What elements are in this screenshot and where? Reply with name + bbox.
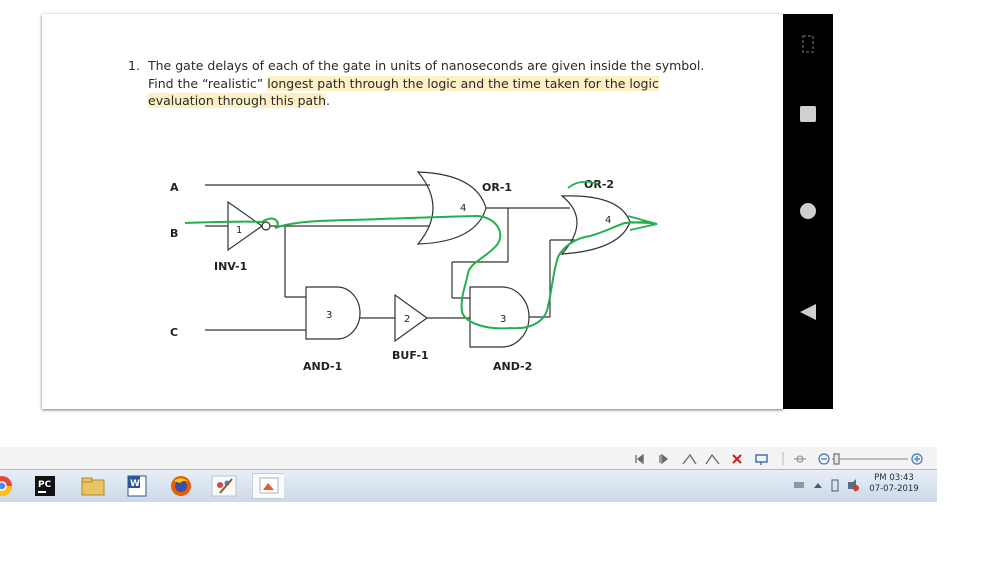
file-explorer-icon[interactable] xyxy=(78,473,110,499)
or-2-gate xyxy=(560,195,631,255)
zoom-slider[interactable] xyxy=(832,453,908,465)
question-body: The gate delays of each of the gate in u… xyxy=(148,57,748,110)
delete-icon[interactable] xyxy=(732,454,742,464)
word-icon[interactable]: W xyxy=(122,473,154,499)
chrome-icon[interactable] xyxy=(0,473,24,499)
home-circle-icon[interactable] xyxy=(798,201,818,221)
highlighted-text-1: longest path through the logic and the t… xyxy=(267,75,659,91)
question-line-2: Find the “realistic” xyxy=(148,75,268,91)
or-2-delay: 4 xyxy=(605,215,611,226)
and-2-label: AND-2 xyxy=(493,360,532,373)
inv-1-gate xyxy=(227,200,264,252)
photo-viewer-toolbar xyxy=(0,447,937,469)
battery-icon[interactable] xyxy=(831,479,839,492)
pycharm-icon[interactable]: PC xyxy=(30,473,62,499)
zoom-in-icon[interactable] xyxy=(911,453,923,465)
rotate-right-icon[interactable] xyxy=(705,453,720,465)
word-label: W xyxy=(130,479,140,489)
back-triangle-icon[interactable] xyxy=(798,302,818,322)
slideshow-icon[interactable] xyxy=(755,454,768,465)
pycharm-label: PC xyxy=(38,480,52,490)
system-tray xyxy=(794,479,859,492)
longest-path-annotation xyxy=(184,214,658,330)
blank-area xyxy=(937,447,1000,501)
taskbar-clock[interactable]: PM 03:43 07-07-2019 xyxy=(868,473,920,495)
highlighted-text-2: evaluation through this path xyxy=(148,93,327,108)
buf-1-gate xyxy=(394,293,429,343)
and-1-delay: 3 xyxy=(326,310,332,321)
photo-viewer-icon[interactable] xyxy=(252,473,284,499)
clock-time: PM 03:43 xyxy=(874,473,914,483)
clock-date: 07-07-2019 xyxy=(869,484,919,494)
inv-1-label: INV-1 xyxy=(214,260,247,273)
path-arrowhead xyxy=(627,215,658,231)
show-hidden-icons[interactable] xyxy=(814,483,822,488)
inv-1-delay: 1 xyxy=(236,225,242,236)
or-2-label: OR-2 xyxy=(584,178,614,191)
or-1-gate xyxy=(416,171,487,245)
question-line-3-end: . xyxy=(326,93,330,108)
android-nav-bar xyxy=(783,14,833,409)
logic-circuit: A B C 1 INV-1 3 AND-1 2 BUF-1 4 OR-1 3 A… xyxy=(170,171,658,373)
document-page: 1. The gate delays of each of the gate i… xyxy=(42,14,783,409)
windows-taskbar: PC W xyxy=(0,469,937,502)
question-number: 1. xyxy=(128,58,140,73)
buf-1-label: BUF-1 xyxy=(392,349,429,362)
input-label-b: B xyxy=(170,227,178,240)
rotate-left-icon[interactable] xyxy=(682,453,697,465)
or-2-label-underline xyxy=(567,180,599,189)
and-1-label: AND-1 xyxy=(303,360,342,373)
first-page-icon[interactable] xyxy=(635,453,644,465)
inv-1-bubble xyxy=(261,221,271,231)
and-1-gate xyxy=(305,286,361,340)
input-label-a: A xyxy=(170,181,179,194)
zoom-out-icon[interactable] xyxy=(818,453,830,465)
paint-icon[interactable] xyxy=(208,473,240,499)
next-page-icon[interactable] xyxy=(659,453,669,465)
and-2-gate xyxy=(469,286,530,348)
firefox-icon[interactable] xyxy=(166,473,198,499)
input-label-c: C xyxy=(170,326,178,339)
question-line-1: The gate delays of each of the gate in u… xyxy=(148,58,705,73)
and-2-delay: 3 xyxy=(500,314,506,325)
or-1-label: OR-1 xyxy=(482,181,512,194)
keyboard-icon[interactable] xyxy=(794,482,804,488)
buf-1-delay: 2 xyxy=(404,314,410,325)
square-icon[interactable] xyxy=(798,104,818,124)
fit-icon[interactable] xyxy=(794,455,806,463)
or-1-delay: 4 xyxy=(460,203,466,214)
rotate-icon[interactable] xyxy=(798,34,818,54)
